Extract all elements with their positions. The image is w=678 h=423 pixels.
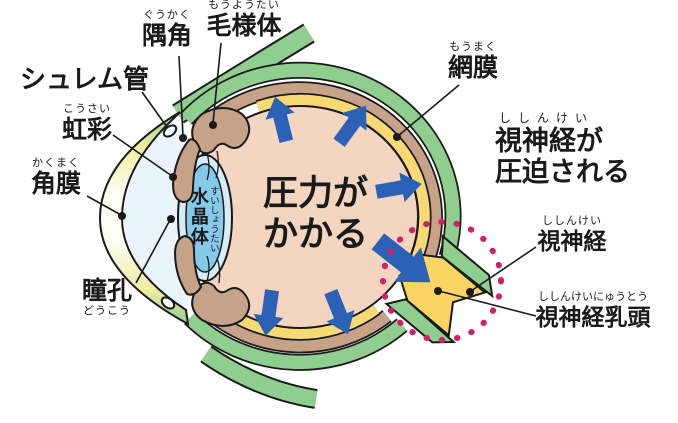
optic-nerve-compressed-furigana: ししんけい [499,111,595,125]
iris-lower [173,234,203,296]
ciliary-body-upper [191,107,251,155]
ciliary-body-lower [191,281,251,327]
label-optic-nerve: ししんけい 視神経 [534,215,610,254]
angle-text: 隅角 [141,21,192,50]
pointer-lines [86,42,537,317]
retina-text: 網膜 [447,53,498,82]
label-pupil: 瞳孔 どうこう [76,278,138,318]
ciliary-body-furigana: もうようたい [208,0,280,11]
cornea-shape [98,111,190,326]
pointer-dots [118,121,474,296]
cornea-furigana: かくまく [32,157,80,169]
retina-layer [232,92,432,341]
pressure-caption: 圧力が かかる [263,174,368,256]
pressure-arrow-downright-icon [324,288,355,335]
iris-text: 虹彩 [61,115,112,144]
optic-nerve-compressed-line2: 圧迫される [495,156,630,187]
pressure-arrows [253,96,431,336]
pressure-arrow-upright-icon [333,105,367,147]
iris-furigana: こうさい [63,103,111,115]
schlemm-canal-text: シュレム管 [20,64,149,94]
cornea-text: 角膜 [30,169,81,198]
label-iris: こうさい 虹彩 [58,103,116,144]
label-cornea: かくまく 角膜 [26,157,86,198]
pressure-arrow-right-icon [375,172,422,203]
optic-nerve-furigana: ししんけい [542,215,602,227]
schlemm-canal-bottom [160,296,176,310]
pressure-caption-line2: かかる [263,214,369,254]
lens-text: 水晶体 [188,187,209,248]
optic-disc-text: 視神経乳頭 [535,303,651,330]
angle-furigana: ぐうかく [143,9,191,21]
sclera-layer [179,61,462,371]
optic-nerve-sheath-upper [440,234,494,299]
label-optic-disc: ししんけいにゅうとう 視神経乳頭 [530,291,656,330]
pressure-arrow-to-disc-icon [371,233,431,283]
lens-furigana: すいしょうたい [207,186,219,253]
pressure-arrow-up-icon [265,96,295,144]
label-schlemm-canal: シュレム管 [20,64,149,94]
pupil-furigana: どうこう [83,305,131,318]
pupil-text: 瞳孔 [81,277,132,305]
schlemm-canal-top [162,124,178,138]
optic-nerve-sheath-lower [384,298,457,344]
retina-furigana: もうまく [449,41,497,53]
lens-shape [185,163,225,273]
optic-nerve-text: 視神経 [537,227,607,254]
pressure-caption-line1: 圧力が [263,174,369,213]
ciliary-body-text: 毛様体 [206,11,282,40]
highlight-dotted-circle [380,219,504,343]
label-retina: もうまく 網膜 [442,41,504,82]
label-lens: 水晶体 すいしょうたい [188,182,219,253]
label-ciliary-body: もうようたい 毛様体 [200,0,288,39]
label-optic-nerve-compressed: ししんけい 視神経が 圧迫される [495,112,630,188]
anterior-segment [98,107,251,327]
pressure-arrow-down-icon [253,289,284,336]
label-angle: ぐうかく 隅角 [138,9,196,50]
optic-nerve-compressed-line1: 視神経が [495,125,603,156]
optic-disc-furigana: ししんけいにゅうとう [538,291,648,303]
